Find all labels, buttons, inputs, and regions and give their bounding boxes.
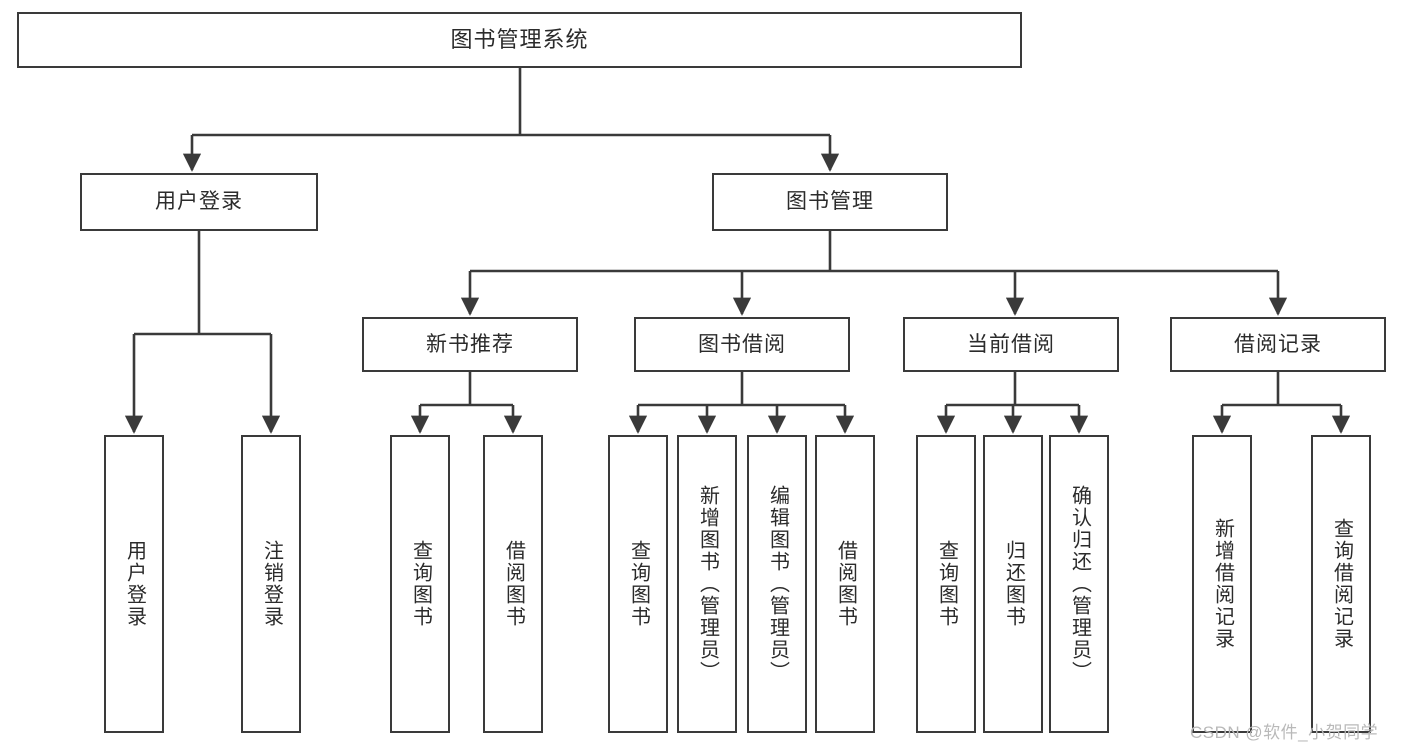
leaf-user-login-label: 用户登录 [123, 540, 146, 628]
leaf-borrow-book-1-label: 借阅图书 [502, 540, 525, 628]
node-new-book-recommend[interactable]: 新书推荐 [362, 317, 578, 372]
leaf-confirm-return-label: 确认归还（管理员） [1068, 485, 1091, 683]
node-root-label: 图书管理系统 [450, 26, 589, 52]
node-book-borrow-label: 图书借阅 [698, 332, 786, 356]
leaf-borrow-book-2[interactable]: 借阅图书 [815, 435, 875, 733]
leaf-add-record[interactable]: 新增借阅记录 [1192, 435, 1252, 733]
leaf-borrow-book-1[interactable]: 借阅图书 [483, 435, 543, 733]
node-current-borrow[interactable]: 当前借阅 [903, 317, 1119, 372]
node-new-book-recommend-label: 新书推荐 [426, 332, 514, 356]
node-book-management[interactable]: 图书管理 [712, 173, 948, 231]
leaf-return-book[interactable]: 归还图书 [983, 435, 1043, 733]
leaf-query-book-1-label: 查询图书 [409, 540, 432, 628]
leaf-query-book-3-label: 查询图书 [935, 540, 958, 628]
node-user-login-label: 用户登录 [155, 190, 243, 214]
leaf-edit-book[interactable]: 编辑图书（管理员） [747, 435, 807, 733]
node-current-borrow-label: 当前借阅 [967, 332, 1055, 356]
leaf-add-book-label: 新增图书（管理员） [696, 485, 719, 683]
node-user-login[interactable]: 用户登录 [80, 173, 318, 231]
leaf-logout-login[interactable]: 注销登录 [241, 435, 301, 733]
leaf-user-login[interactable]: 用户登录 [104, 435, 164, 733]
leaf-query-record-label: 查询借阅记录 [1330, 518, 1353, 650]
node-book-borrow[interactable]: 图书借阅 [634, 317, 850, 372]
csdn-watermark: CSDN @软件_小贺同学 [1190, 723, 1379, 742]
leaf-edit-book-label: 编辑图书（管理员） [766, 485, 789, 683]
leaf-return-book-label: 归还图书 [1002, 540, 1025, 628]
leaf-borrow-book-2-label: 借阅图书 [834, 540, 857, 628]
leaf-add-record-label: 新增借阅记录 [1211, 518, 1234, 650]
leaf-query-record[interactable]: 查询借阅记录 [1311, 435, 1371, 733]
leaf-confirm-return[interactable]: 确认归还（管理员） [1049, 435, 1109, 733]
node-root[interactable]: 图书管理系统 [17, 12, 1022, 68]
node-borrow-record[interactable]: 借阅记录 [1170, 317, 1386, 372]
leaf-query-book-2[interactable]: 查询图书 [608, 435, 668, 733]
node-book-management-label: 图书管理 [786, 190, 874, 214]
leaf-query-book-2-label: 查询图书 [627, 540, 650, 628]
leaf-query-book-3[interactable]: 查询图书 [916, 435, 976, 733]
leaf-add-book[interactable]: 新增图书（管理员） [677, 435, 737, 733]
node-borrow-record-label: 借阅记录 [1234, 332, 1322, 356]
leaf-query-book-1[interactable]: 查询图书 [390, 435, 450, 733]
leaf-logout-login-label: 注销登录 [260, 540, 283, 628]
